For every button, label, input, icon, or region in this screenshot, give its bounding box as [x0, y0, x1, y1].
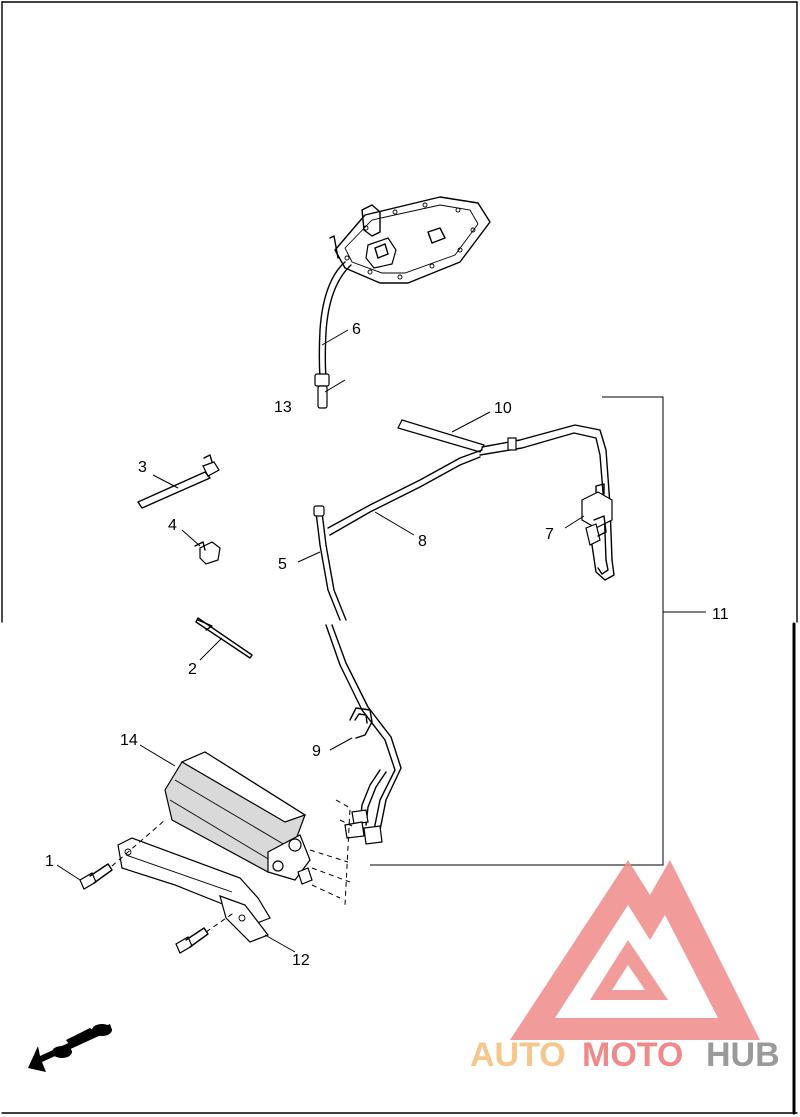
- leader-3: [152, 474, 179, 489]
- callout-14: 14: [120, 732, 138, 749]
- callout-4: 4: [168, 517, 177, 534]
- leader-1: [56, 864, 81, 881]
- motorcycle-front-direction-icon: [28, 1024, 112, 1072]
- leader-12: [264, 934, 296, 953]
- callout-12: 12: [292, 952, 310, 969]
- fuel-tank-top-plate: [329, 196, 491, 284]
- callout-9: 9: [312, 743, 321, 760]
- callout-3: 3: [138, 459, 147, 476]
- leader-6: [321, 329, 349, 346]
- callout-11: 11: [712, 606, 729, 623]
- callout-8: 8: [418, 533, 427, 550]
- watermark-moto: MOTO: [582, 1036, 683, 1074]
- leader-9: [329, 737, 353, 751]
- cable-strap-3: [137, 454, 220, 509]
- leader-14: [139, 744, 176, 767]
- callout-13: 13: [274, 399, 292, 416]
- callout-5: 5: [278, 556, 287, 573]
- leader-13: [324, 379, 346, 393]
- watermark-hub: HUB: [706, 1036, 780, 1074]
- clip-4: [194, 541, 221, 565]
- leader-7: [564, 515, 585, 529]
- assembly-dashed-lines: [111, 799, 353, 933]
- leader-10: [451, 411, 491, 433]
- vapor-valve-7: [581, 483, 613, 546]
- assembly-bracket-11: [370, 396, 706, 866]
- automotohub-watermark-text: AUTO MOTO HUB: [470, 1036, 780, 1074]
- leader-5: [297, 551, 321, 563]
- callout-labels: 13 6 10 8 5 7 11 3 4 2 9 14 1 12: [45, 321, 729, 969]
- watermark-auto: AUTO: [470, 1036, 566, 1074]
- callout-7: 7: [545, 526, 554, 543]
- cable-strap-2: [195, 617, 253, 659]
- callout-6: 6: [352, 321, 361, 338]
- callout-2: 2: [188, 661, 197, 678]
- leader-2: [199, 637, 223, 661]
- automotohub-logo-icon: [510, 860, 760, 1040]
- leader-lines: [56, 329, 585, 953]
- leader-4: [181, 529, 201, 547]
- leader-8: [374, 511, 415, 536]
- charcoal-canister-14: [164, 751, 313, 885]
- hose-fitting-13: [314, 373, 330, 409]
- callout-1: 1: [45, 853, 54, 870]
- vent-hose-6: [318, 261, 352, 379]
- vent-line-assembly: [313, 419, 615, 845]
- mounting-bracket-12: [117, 837, 271, 943]
- callout-10: 10: [494, 400, 512, 417]
- bolt-1: [79, 863, 209, 954]
